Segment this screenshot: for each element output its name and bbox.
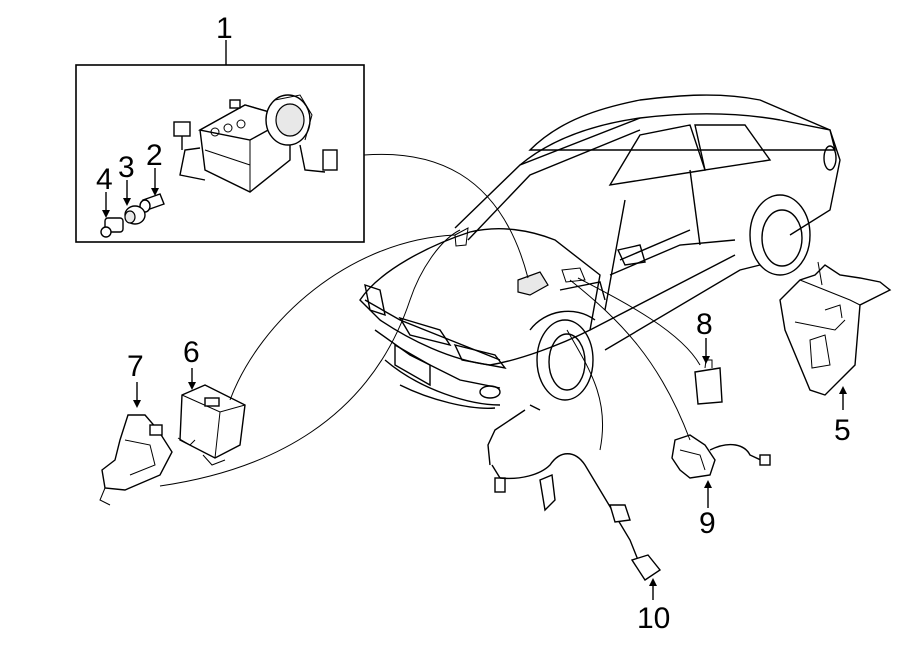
callout-6: 6 [183,336,200,369]
abs-unit-frame [75,64,365,243]
car-illustration [359,94,841,409]
bracket-7 [99,414,173,506]
callout-7: 7 [127,350,144,383]
bracket-5 [779,261,892,396]
abs-hydraulic-unit [173,94,338,193]
abs-part-3 [124,205,146,225]
control-module-6 [177,384,246,466]
relay-8 [694,359,723,405]
callout-2: 2 [146,139,163,172]
callout-4: 4 [96,163,113,196]
abs-sensor-2 [139,193,165,213]
abs-part-4 [100,217,124,238]
front-sensor-9 [671,434,771,479]
callout-3: 3 [118,151,135,184]
callout-9: 9 [699,507,716,540]
callout-1: 1 [216,12,233,45]
callout-5: 5 [834,414,851,447]
callout-8: 8 [696,308,713,341]
rear-sensor-10 [487,404,662,581]
callout-10: 10 [637,602,670,635]
